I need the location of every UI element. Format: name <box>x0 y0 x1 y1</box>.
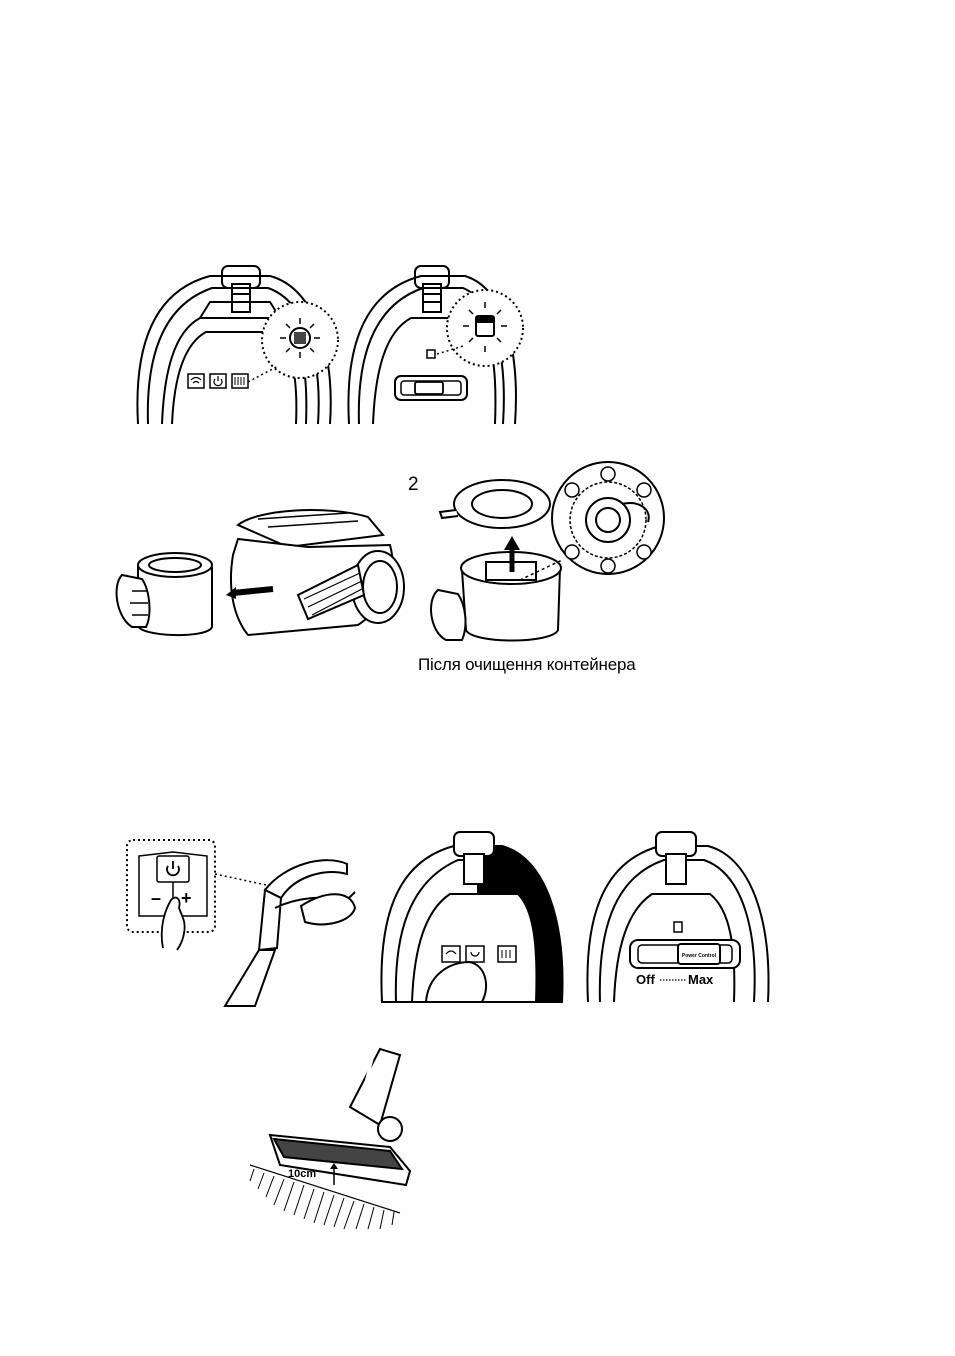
figure-filter-indicator <box>130 262 345 428</box>
figure-power-slider: Power Control Off Max <box>584 826 774 1004</box>
figure-reassemble-container <box>412 460 667 650</box>
plus-label: + <box>181 888 192 908</box>
figure-bin-indicator <box>345 262 530 428</box>
power-icon <box>210 374 226 388</box>
dust-bin-indicator-icon <box>476 316 494 336</box>
filter-indicator-icon <box>232 374 248 388</box>
dust-bin-indicator-icon <box>498 946 516 962</box>
figure-body-power <box>378 826 578 1004</box>
caption: Після очищення контейнера <box>418 655 636 675</box>
max-label: Max <box>688 972 714 987</box>
height-label: 10cm <box>288 1168 316 1180</box>
figure-remove-dust-bin <box>108 495 413 645</box>
minus-label: – <box>151 888 161 908</box>
off-label: Off <box>636 972 655 987</box>
figure-brush-height: 10cm <box>250 1045 410 1230</box>
figure-handle-control: – + <box>125 838 360 1006</box>
power-icon <box>466 946 484 962</box>
slider-knob-label: Power Control <box>682 953 717 959</box>
wireless-icon <box>188 374 204 388</box>
wireless-icon <box>442 946 460 962</box>
